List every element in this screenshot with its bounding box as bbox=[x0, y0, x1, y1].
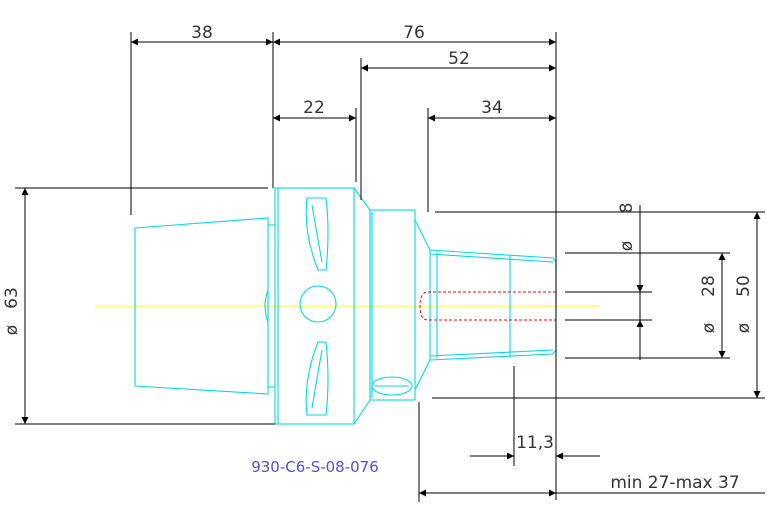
dimension-lines bbox=[15, 32, 765, 502]
dim-8-symbol: ø bbox=[617, 241, 637, 251]
dim-11-3-label: 11,3 bbox=[516, 433, 554, 453]
dim-76-label: 76 bbox=[403, 23, 425, 43]
dim-8-label: 8 bbox=[617, 203, 637, 214]
hidden-bore bbox=[419, 291, 556, 321]
dim-28-label: 28 bbox=[699, 275, 719, 297]
tool-holder-outline bbox=[134, 187, 557, 425]
dim-52-label: 52 bbox=[448, 49, 470, 69]
dim-28-symbol: ø bbox=[699, 323, 719, 333]
dim-34-label: 34 bbox=[481, 98, 503, 118]
dim-22-label: 22 bbox=[303, 98, 325, 118]
dim-range-label: min 27-max 37 bbox=[610, 473, 739, 493]
dim-38-label: 38 bbox=[191, 23, 213, 43]
dim-63-label: 63 bbox=[2, 287, 22, 309]
dim-63-symbol: ø bbox=[2, 325, 22, 335]
dim-50-label: 50 bbox=[734, 275, 754, 297]
dim-50-symbol: ø bbox=[734, 323, 754, 333]
part-number: 930-C6-S-08-076 bbox=[251, 458, 379, 476]
